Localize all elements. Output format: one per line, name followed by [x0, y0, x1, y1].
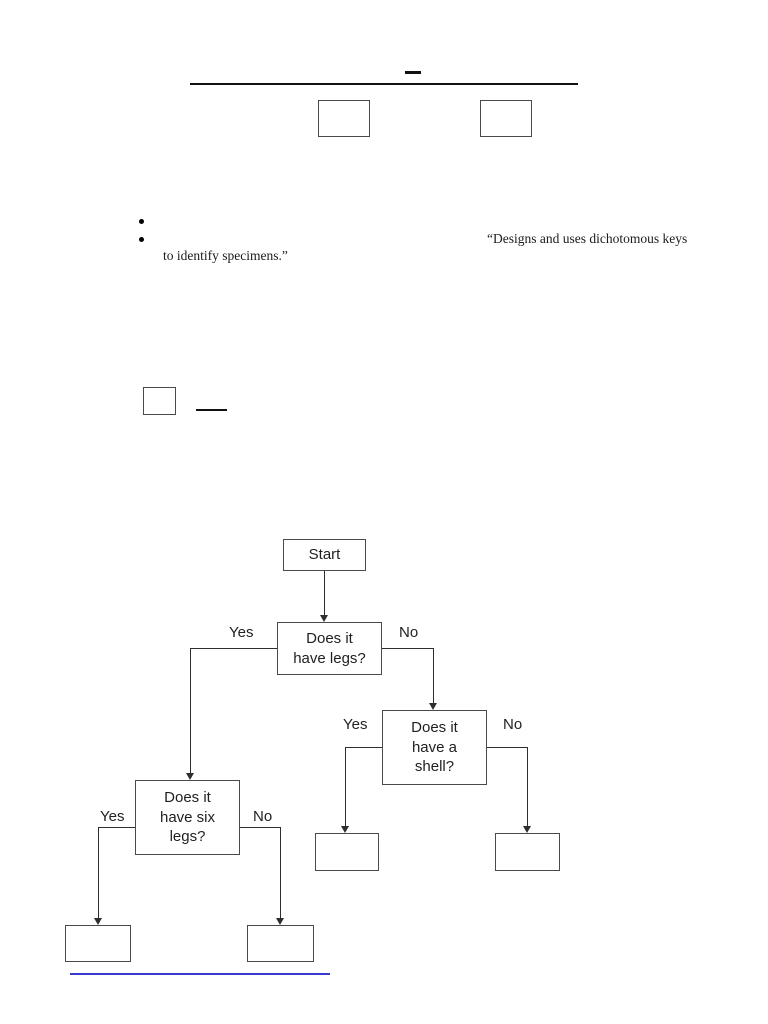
arrowhead-legs-no [429, 703, 437, 710]
legs-yes-label: Yes [229, 624, 254, 641]
answer-box-sixlegs-no [247, 925, 314, 962]
arrow-line-sixlegs-no-vertical [280, 827, 281, 918]
blank-underline [196, 409, 227, 411]
arrowhead-legs-yes [186, 773, 194, 780]
arrow-line-shell-no-horizontal [487, 747, 527, 748]
arrowhead-shell-no [523, 826, 531, 833]
arrow-line-start-to-legs [324, 571, 325, 615]
bullet-point-1 [139, 219, 144, 224]
arrow-line-shell-no-vertical [527, 747, 528, 826]
arrow-line-sixlegs-yes-vertical [98, 827, 99, 918]
arrow-line-legs-no-horizontal [382, 648, 433, 649]
shell-yes-label: Yes [343, 716, 368, 733]
start-node: Start [283, 539, 366, 571]
legs-no-label: No [399, 624, 419, 641]
six-legs-yes-label: Yes [100, 808, 125, 825]
blank-box-middle [143, 387, 176, 415]
arrow-line-legs-yes-horizontal [190, 648, 277, 649]
arrowhead-shell-yes [341, 826, 349, 833]
arrow-line-legs-no-vertical [433, 648, 434, 703]
arrowhead-sixlegs-yes [94, 918, 102, 925]
shell-question-node: Does it have a shell? [382, 710, 487, 785]
title-underline [190, 83, 578, 85]
shell-no-label: No [503, 716, 523, 733]
arrow-line-sixlegs-no-horizontal [240, 827, 280, 828]
bullet-point-2 [139, 237, 144, 242]
six-legs-no-label: No [253, 808, 273, 825]
answer-box-shell-yes [315, 833, 379, 871]
bottom-link-underline [70, 973, 330, 975]
quote-text-line1: “Designs and uses dichotomous keys [487, 231, 688, 246]
arrowhead-start-to-legs [320, 615, 328, 622]
title-dash [405, 71, 421, 74]
arrow-line-shell-yes-horizontal [345, 747, 382, 748]
arrowhead-sixlegs-no [276, 918, 284, 925]
quote-text-line2: to identify specimens.” [163, 248, 288, 263]
blank-box-top-right [480, 100, 532, 137]
arrow-line-shell-yes-vertical [345, 747, 346, 826]
answer-box-shell-no [495, 833, 560, 871]
arrow-line-legs-yes-vertical [190, 648, 191, 773]
answer-box-sixlegs-yes [65, 925, 131, 962]
blank-box-top-left [318, 100, 370, 137]
arrow-line-sixlegs-yes-horizontal [98, 827, 135, 828]
six-legs-question-node: Does it have six legs? [135, 780, 240, 855]
legs-question-node: Does it have legs? [277, 622, 382, 675]
